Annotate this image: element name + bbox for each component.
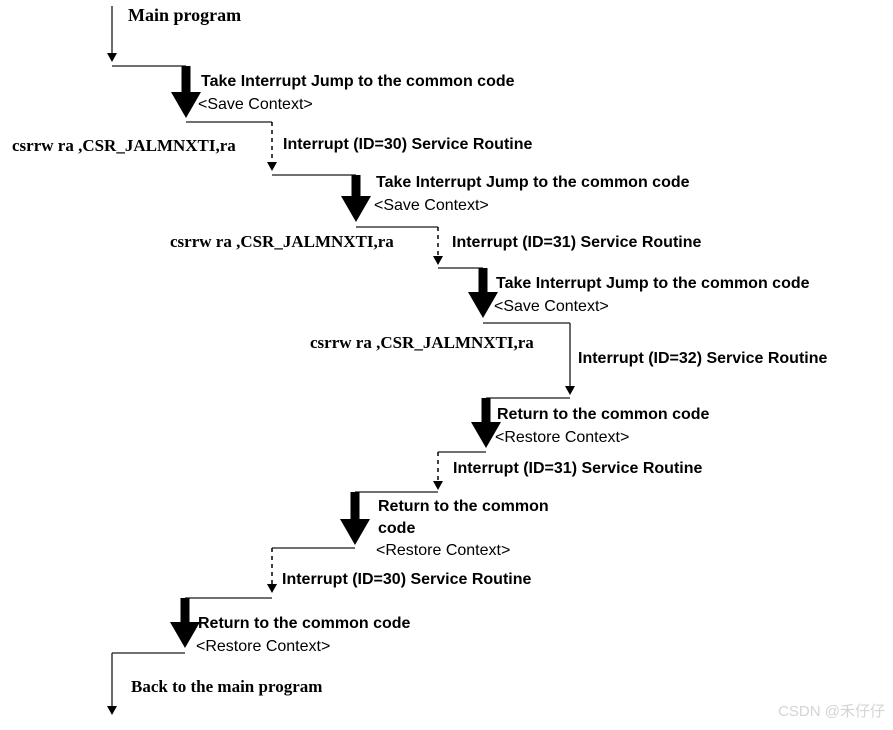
- save-context-label-2: <Save Context>: [374, 197, 489, 214]
- return-dashed-arrow-icon-1: [433, 481, 443, 490]
- isr-32-entry-label: Interrupt (ID=32) Service Routine: [578, 350, 828, 367]
- isr32-arrow-icon: [565, 386, 575, 395]
- csrrw-dashed-arrow-icon-2: [433, 256, 443, 265]
- restore-context-label-3: <Restore Context>: [196, 638, 331, 655]
- restore-context-label-2: <Restore Context>: [376, 542, 511, 559]
- save-context-label-1: <Save Context>: [198, 96, 313, 113]
- take-interrupt-arrow-3: [468, 268, 498, 318]
- main-program-label: Main program: [128, 5, 242, 25]
- return-arrow-2: [340, 492, 370, 545]
- return-arrow-1: [471, 398, 501, 448]
- save-context-label-3: <Save Context>: [494, 298, 609, 315]
- take-interrupt-label-1: Take Interrupt Jump to the common code: [201, 73, 515, 90]
- isr-30-return-label: Interrupt (ID=30) Service Routine: [282, 571, 532, 588]
- back-to-main-arrow-icon: [107, 706, 117, 715]
- isr-31-entry-label: Interrupt (ID=31) Service Routine: [452, 234, 702, 251]
- restore-context-label-1: <Restore Context>: [495, 429, 630, 446]
- back-to-main-label: Back to the main program: [131, 677, 323, 696]
- return-label-3: Return to the common code: [198, 615, 411, 632]
- csrrw-instruction-label-3: csrrw ra ,CSR_JALMNXTI,ra: [310, 333, 534, 352]
- take-interrupt-arrow-1: [171, 66, 201, 118]
- isr-31-return-label: Interrupt (ID=31) Service Routine: [453, 460, 703, 477]
- return-arrow-3: [170, 598, 200, 648]
- csdn-watermark: CSDN @禾仔仔: [778, 703, 885, 720]
- return-dashed-arrow-icon-2: [267, 584, 277, 593]
- csrrw-dashed-arrow-icon-1: [267, 162, 277, 171]
- isr-30-entry-label: Interrupt (ID=30) Service Routine: [283, 136, 533, 153]
- take-interrupt-arrow-2: [341, 175, 371, 222]
- return-label-2: Return to the common code: [378, 498, 549, 537]
- csrrw-instruction-label-1: csrrw ra ,CSR_JALMNXTI,ra: [12, 136, 236, 155]
- return-label-1: Return to the common code: [497, 406, 710, 423]
- csrrw-instruction-label-2: csrrw ra ,CSR_JALMNXTI,ra: [170, 232, 394, 251]
- main-program-arrow-icon: [107, 53, 117, 62]
- take-interrupt-label-2: Take Interrupt Jump to the common code: [376, 174, 690, 191]
- take-interrupt-label-3: Take Interrupt Jump to the common code: [496, 275, 810, 292]
